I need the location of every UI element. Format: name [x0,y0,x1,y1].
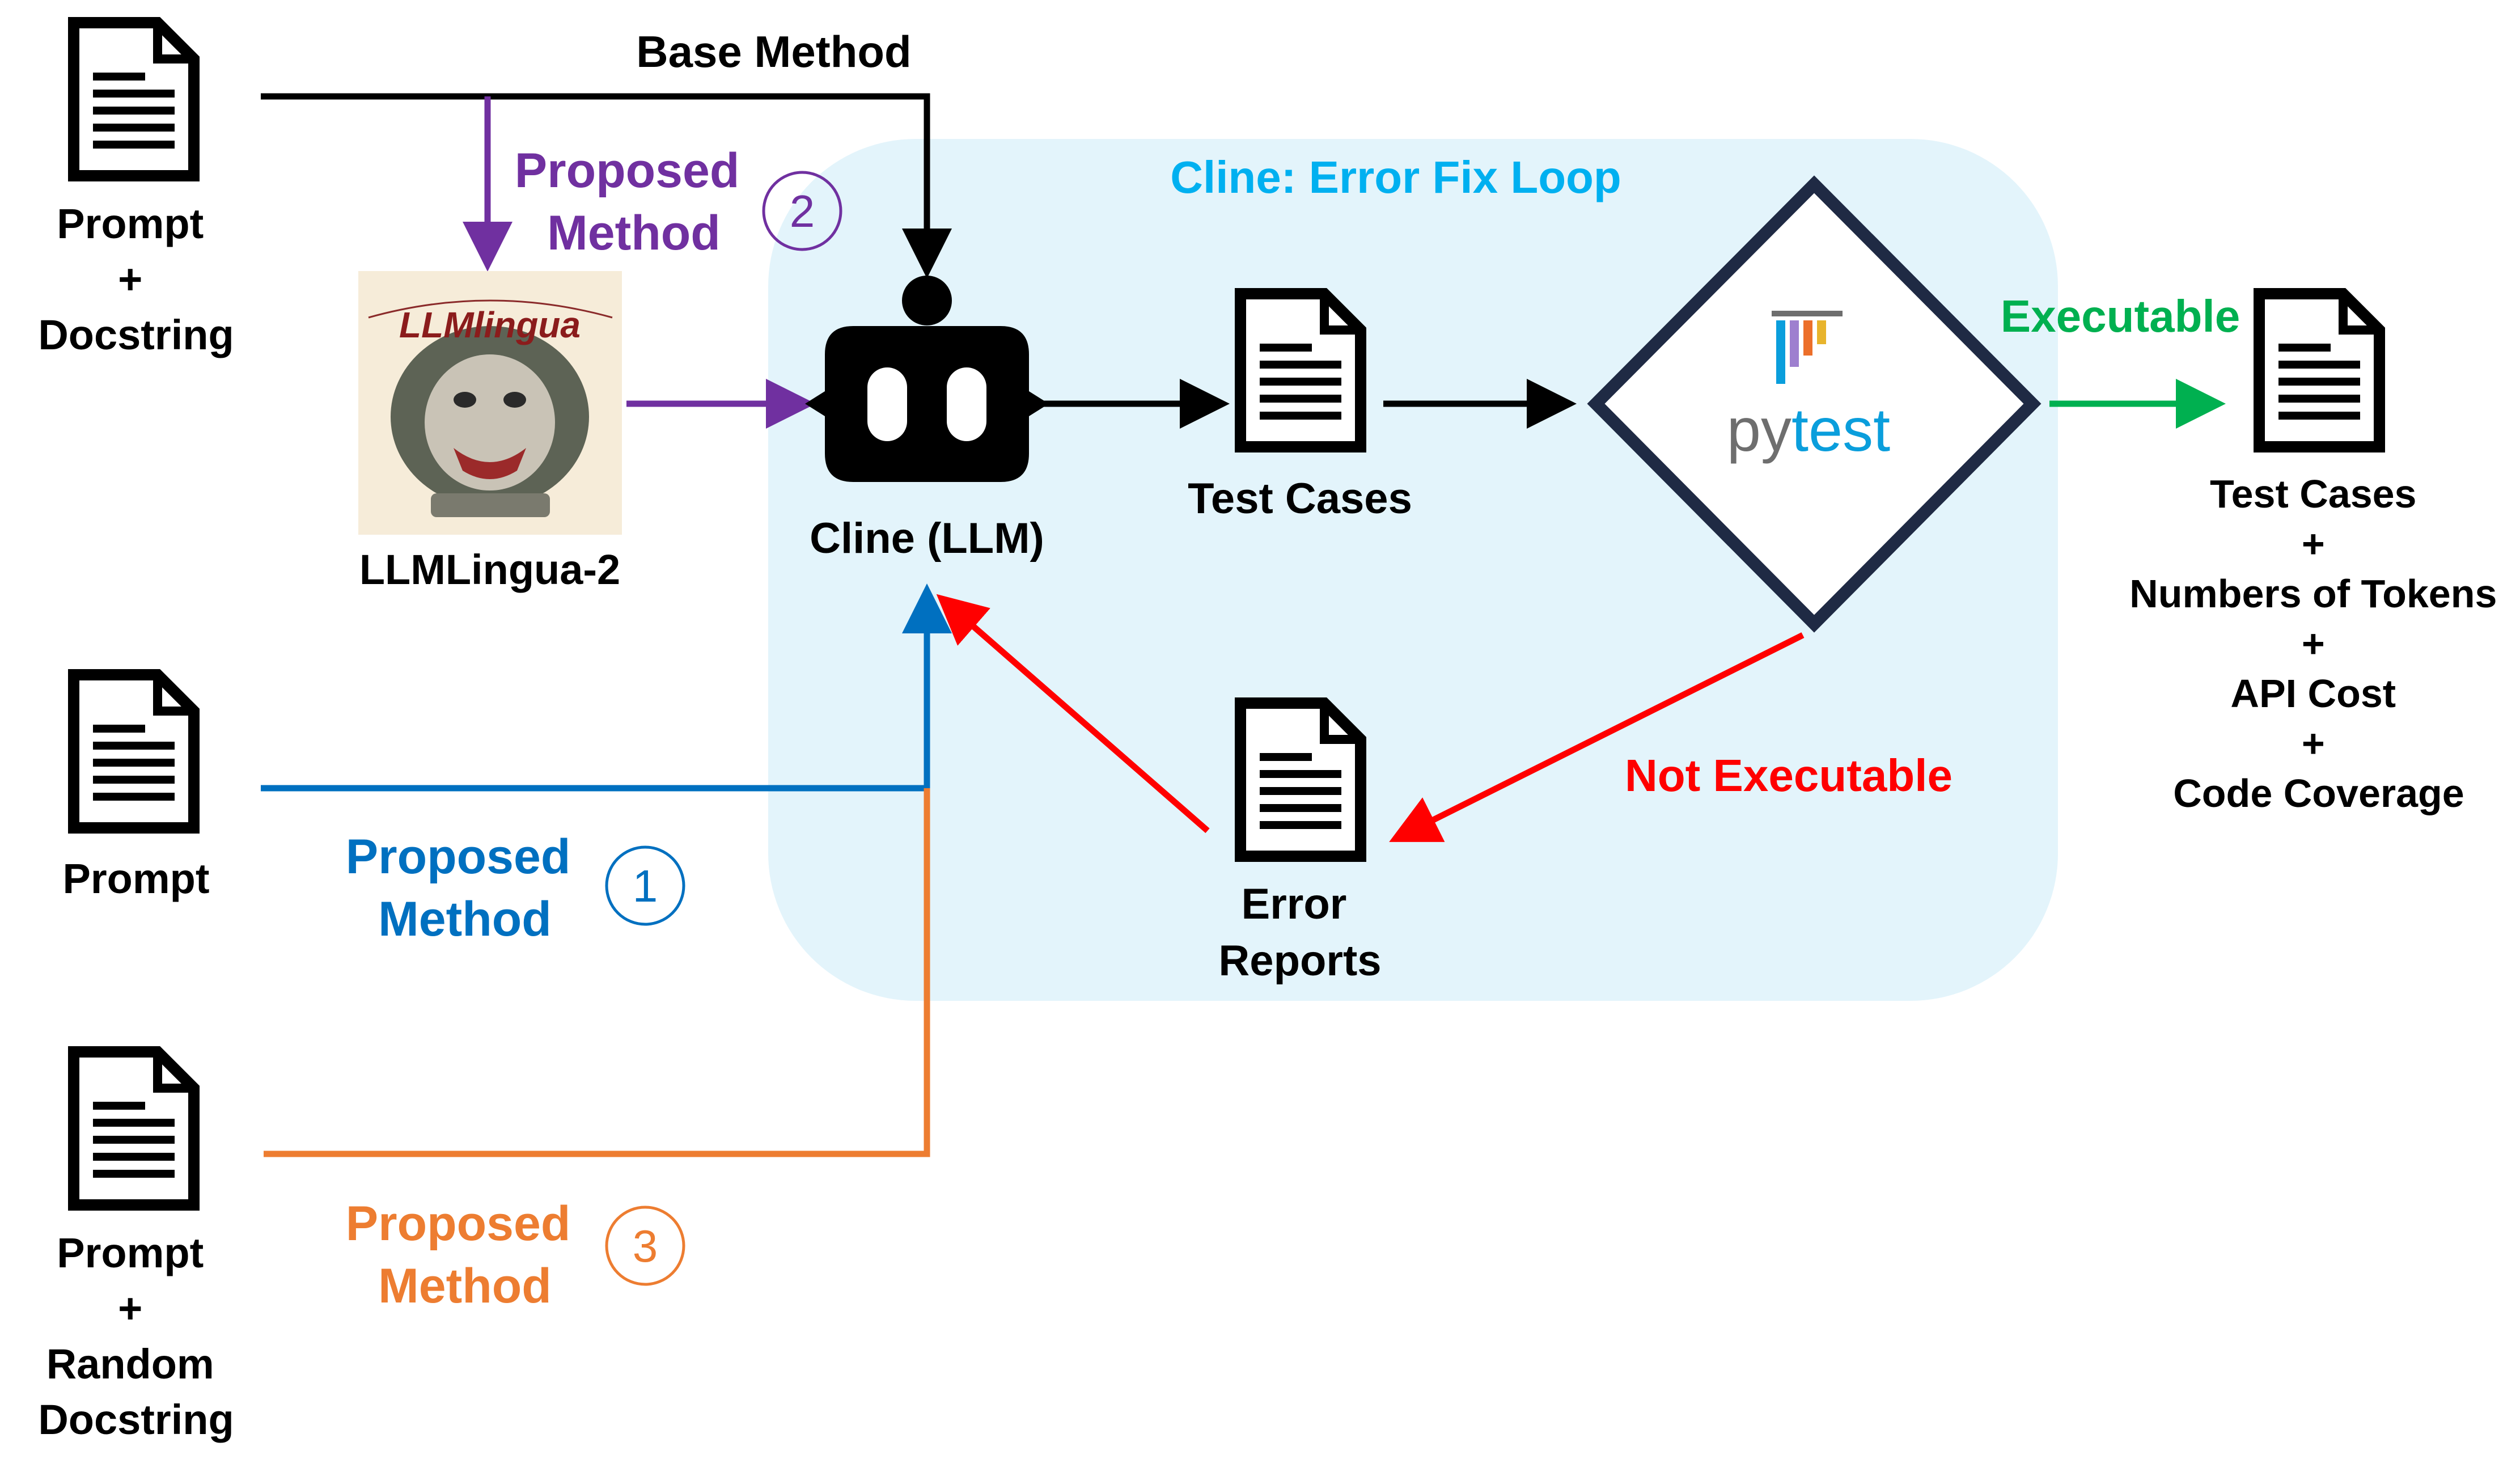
method3-label: Proposed Method [346,1196,585,1313]
method2-number-circle [762,171,842,251]
input-prompt-label: Prompt [63,855,210,902]
method3-number: 3 [633,1221,658,1271]
doc-icon-prompt [74,675,194,828]
method2-number: 2 [790,186,815,236]
doc-icon-prompt-docstring [74,23,194,176]
cline-label: Cline (LLM) [810,514,1044,563]
method2-label: Proposed Method [515,143,753,260]
pytest-logo-icon [1772,311,1843,384]
loop-title: Cline: Error Fix Loop [1170,152,1621,202]
method3-number-circle [605,1206,685,1286]
output-label: Test Cases + Numbers of Tokens + API Cos… [2129,472,2508,815]
method3-line [264,788,930,1157]
base-method-label: Base Method [636,27,911,77]
not-executable-label: Not Executable [1625,750,1953,801]
method1-number-circle [605,845,685,926]
test-cases-label: Test Cases [1188,475,1412,523]
input-prompt-docstring-label: Prompt + Docstring [38,200,234,358]
executable-label: Executable [2001,291,2240,341]
doc-icon-test-cases [1240,294,1361,447]
not-executable-arrow [1389,632,1805,842]
doc-icon-error-reports [1240,703,1361,856]
llmlingua-logo-text: LLMlingua [399,304,581,345]
error-reports-label: Error Reports [1218,880,1381,985]
pytest-decision-diamond [1587,175,2042,633]
doc-icon-output [2259,294,2379,447]
pytest-wordmark: pytest [1727,395,1890,464]
base-method-line [261,93,952,278]
llmlingua-logo: LLMlingua [358,271,622,535]
error-to-cline-arrow [936,594,1210,834]
method1-label: Proposed Method [346,830,585,946]
input-prompt-random-label: Prompt + Random Docstring [38,1229,234,1443]
doc-icon-prompt-random [74,1052,194,1205]
llmlingua-label: LLMLingua-2 [359,546,620,593]
method1-number: 1 [633,861,658,911]
cline-robot-icon [805,276,1049,482]
